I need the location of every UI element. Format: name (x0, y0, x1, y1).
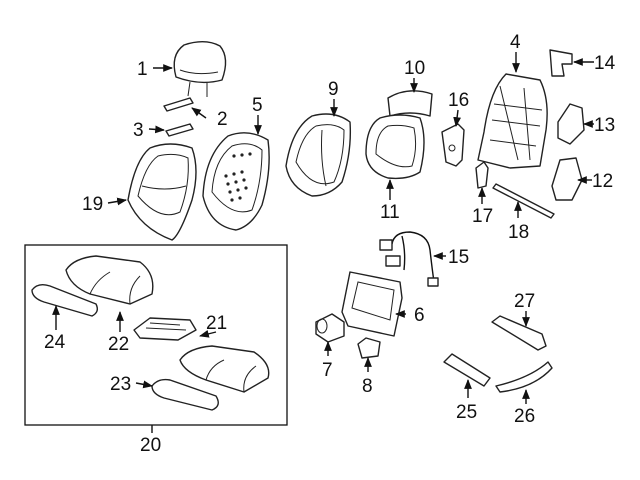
callout-18: 18 (508, 222, 529, 243)
callout-10: 10 (404, 58, 425, 79)
callout-27: 27 (514, 291, 535, 312)
side-cover-part-12 (551, 157, 583, 201)
callout-12: 12 (592, 171, 613, 192)
module-part-8 (357, 337, 381, 359)
seat-cushion-cover-part-22 (65, 255, 154, 305)
rod-part-18 (492, 183, 555, 219)
callout-5: 5 (252, 95, 263, 116)
callout-21: 21 (206, 313, 227, 334)
callout-4: 4 (510, 32, 521, 53)
callout-3: 3 (133, 120, 144, 141)
group-20-frame (24, 244, 288, 426)
guide-part-3 (165, 123, 194, 137)
callout-2: 2 (217, 109, 228, 130)
callout-13: 13 (594, 115, 615, 136)
trim-part-25 (443, 353, 491, 387)
callout-24: 24 (44, 332, 66, 353)
callout-labels: 1 2 3 4 5 6 7 8 9 10 11 12 13 14 15 16 1… (44, 32, 616, 456)
trim-part-26 (495, 361, 553, 393)
callout-8: 8 (362, 376, 373, 397)
wiring-harness-part-15 (379, 231, 439, 287)
callout-19: 19 (82, 194, 103, 215)
seat-frame-part-4 (477, 73, 548, 169)
back-panel-board-part-6 (341, 271, 403, 337)
callout-11: 11 (380, 202, 400, 223)
motor-part-7 (315, 313, 345, 343)
callout-6: 6 (414, 305, 425, 326)
group-20-label: 20 (140, 435, 161, 456)
callout-26: 26 (514, 406, 535, 427)
back-cushion-part (285, 113, 352, 197)
back-pad-part-10 (387, 90, 433, 117)
trim-part-27 (491, 315, 547, 351)
callout-1: 1 (137, 59, 148, 80)
heating-mat-part (133, 317, 197, 341)
seat-cushion-part-21 (179, 345, 270, 393)
callout-7: 7 (322, 360, 333, 381)
guide-part-2 (163, 97, 194, 112)
callout-25: 25 (456, 402, 477, 423)
leader-lines (52, 52, 594, 404)
callout-16: 16 (448, 90, 469, 111)
back-board-part-11 (365, 114, 425, 180)
bolster-part-24 (31, 283, 99, 317)
clip-part-14 (549, 49, 573, 77)
callout-9: 9 (328, 79, 339, 100)
bracket-part-16 (441, 123, 465, 167)
lever-part-13 (557, 103, 585, 145)
perforated-back-cover-part (202, 132, 270, 231)
callout-14: 14 (594, 53, 616, 74)
callout-22: 22 (108, 334, 129, 355)
bolster-part-23 (151, 378, 219, 411)
callout-23: 23 (110, 374, 131, 395)
headrest-part (173, 41, 227, 97)
backrest-panel-part (127, 143, 197, 241)
callout-17: 17 (472, 206, 493, 227)
switch-part-17 (475, 161, 489, 189)
callout-15: 15 (448, 247, 469, 268)
